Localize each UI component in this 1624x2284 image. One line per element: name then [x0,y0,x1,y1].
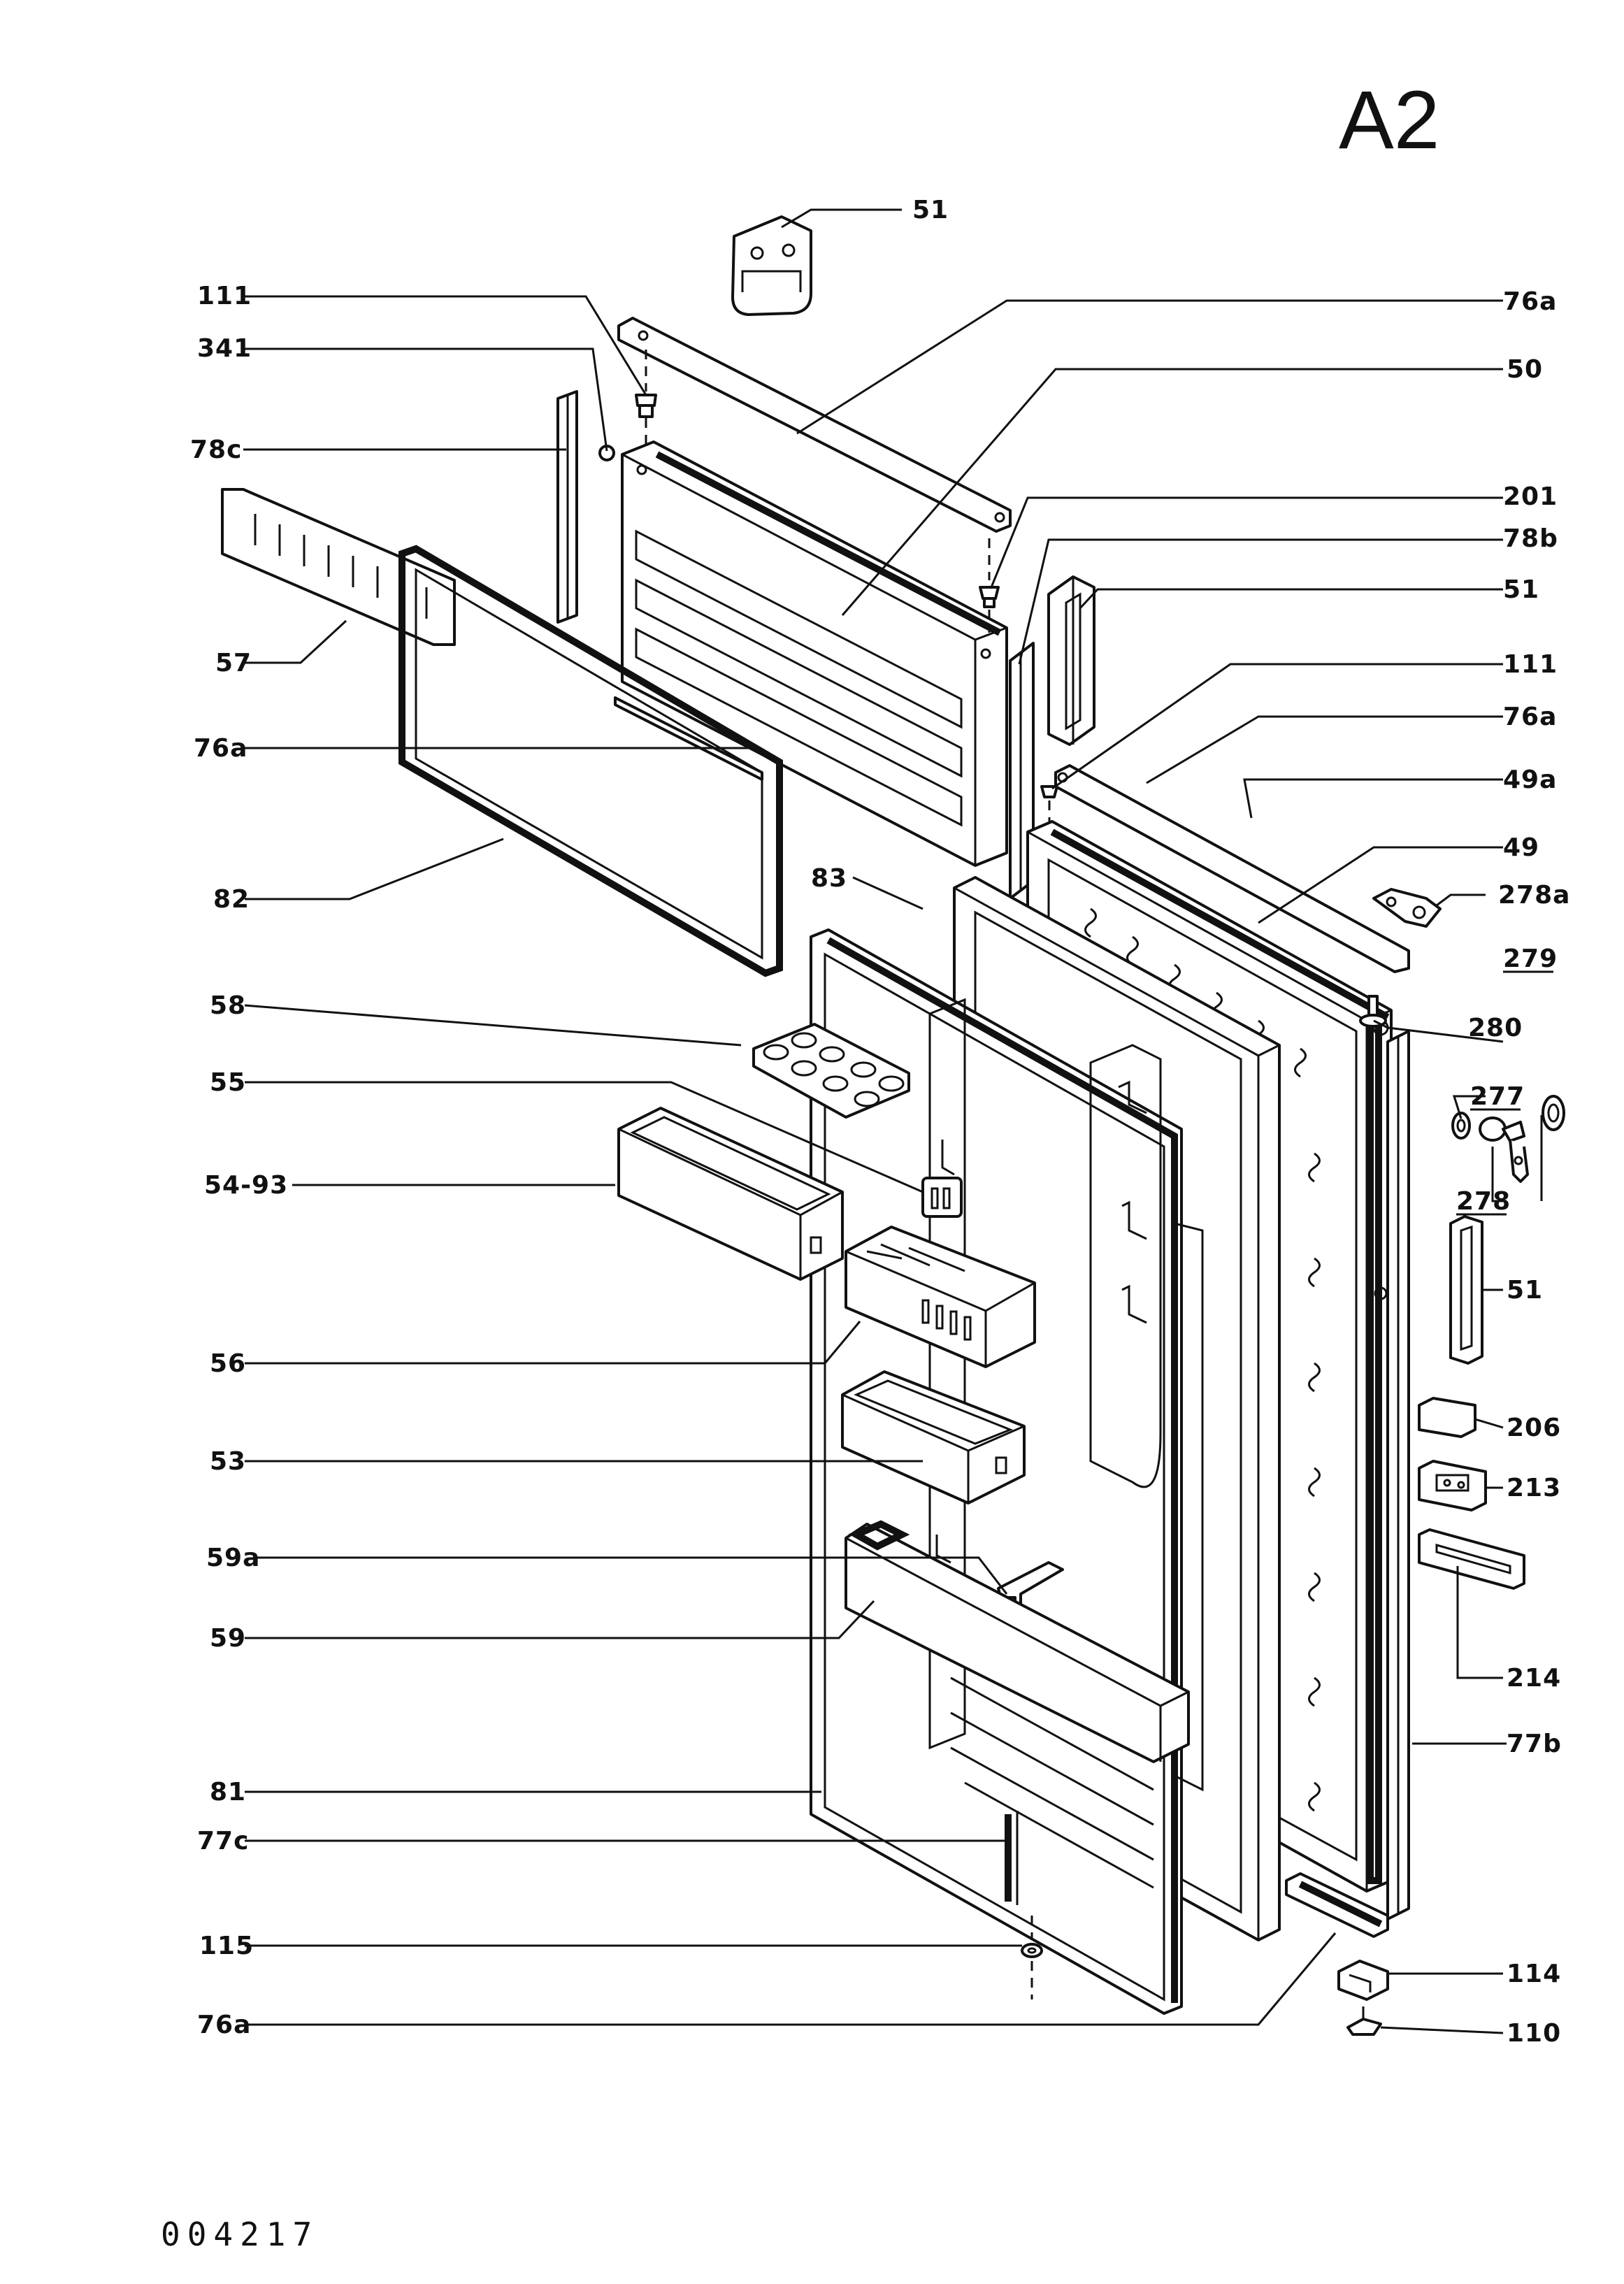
label-53: 53 [210,1447,246,1476]
label-59a: 59a [206,1544,260,1572]
label-51-bottom: 51 [1507,1276,1543,1305]
label-277: 277 [1470,1082,1525,1111]
label-278: 278 [1456,1187,1511,1216]
part-liner-mouldings [928,998,1204,1889]
part-pin-110 [1346,2006,1382,2036]
label-55: 55 [210,1068,246,1097]
leader-lines [243,208,1543,2034]
part-trim-77c [1005,1811,1019,1905]
document-number: 004217 [161,2215,319,2253]
part-egg-tray-58 [752,1023,910,1119]
part-screw-111-top [635,350,657,447]
label-110: 110 [1507,2019,1561,2048]
part-hinge-block-114 [1337,1960,1389,2001]
part-handle-bracket-51-middle [1047,575,1095,746]
label-213: 213 [1507,1474,1561,1502]
label-77b: 77b [1507,1730,1562,1758]
label-115: 115 [199,1932,254,1960]
part-freezer-door-panel-50 [621,440,1008,867]
label-58: 58 [210,991,246,1020]
part-trim-77b [1386,1030,1410,1920]
part-knob-55 [921,1140,963,1218]
label-206: 206 [1507,1414,1561,1442]
part-profile-78c [556,390,578,624]
label-111-middle: 111 [1503,650,1558,679]
label-114: 114 [1507,1960,1561,1988]
part-handle-51-bottom [1449,1215,1483,1365]
part-label-strip-57 [221,488,456,646]
label-54-93: 54-93 [204,1171,288,1200]
label-214: 214 [1507,1664,1561,1693]
label-76a-right: 76a [1503,703,1557,731]
label-279: 279 [1503,945,1558,973]
label-76a-bottom: 76a [197,2011,251,2039]
label-57: 57 [215,649,252,677]
label-78b: 78b [1503,524,1558,553]
part-trim-strip-76a-top [617,317,1012,533]
label-76a-left: 76a [194,734,247,763]
label-280: 280 [1468,1014,1523,1042]
part-washer-115 [1021,1916,1043,1999]
part-butter-box-56 [845,1226,1036,1368]
label-49: 49 [1503,833,1539,862]
label-50: 50 [1507,355,1543,384]
label-78c: 78c [190,436,242,464]
part-hinge-plate-278a [1372,888,1442,928]
label-278a: 278a [1498,881,1570,910]
label-81: 81 [210,1778,246,1807]
label-83: 83 [811,864,847,893]
label-82: 82 [213,885,250,914]
part-cover-206 [1418,1397,1476,1438]
part-trim-strip-76a-bottom [1285,1872,1389,1938]
part-hinge-bracket-top [731,215,812,316]
label-59: 59 [210,1624,246,1653]
part-door-shelf-59 [845,1520,1190,1763]
label-51-middle: 51 [1503,575,1539,604]
part-latch-housing-213 [1418,1460,1487,1511]
label-49a: 49a [1503,766,1557,794]
label-56: 56 [210,1349,246,1378]
part-strike-plate-214 [1418,1528,1525,1590]
label-341: 341 [197,334,252,363]
sheet-id: A2 [1339,74,1439,166]
part-labels: 51 111 76a 341 50 78c 201 78b 57 51 111 … [190,196,1570,2048]
label-underlines [1456,970,1553,1216]
label-76a-top: 76a [1503,287,1557,316]
part-door-box-54-93 [617,1107,844,1281]
label-51-top: 51 [912,196,949,224]
label-77c: 77c [197,1827,249,1855]
part-door-frame-82 [398,545,783,977]
part-door-shelf-53 [841,1370,1026,1504]
label-111-top: 111 [197,282,252,310]
label-201: 201 [1503,482,1558,511]
part-lock-assembly [1451,1095,1565,1183]
